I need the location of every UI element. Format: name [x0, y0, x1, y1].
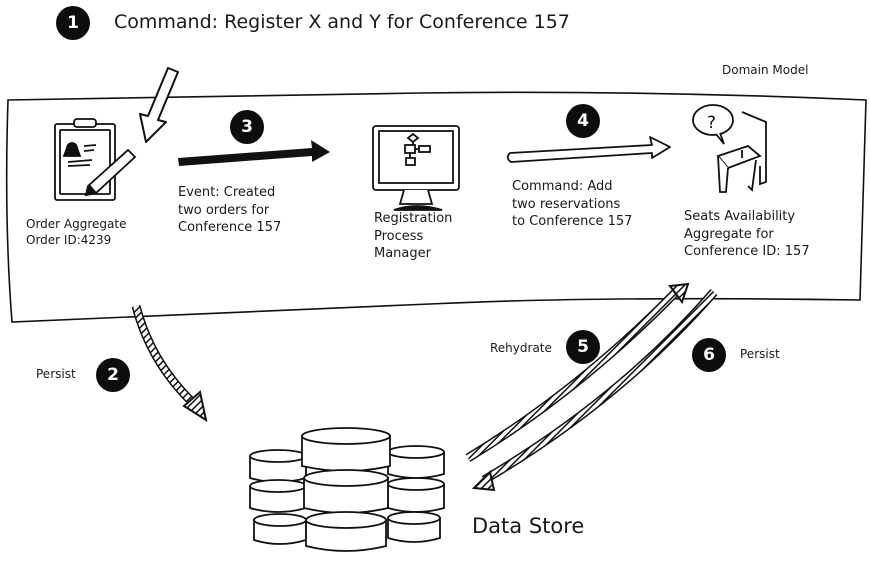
process-manager-label: Registration Process Manager	[374, 210, 452, 263]
event-line: two orders for	[178, 202, 270, 218]
process-manager-line: Registration	[374, 211, 453, 226]
step-badge-1: 1	[56, 6, 90, 40]
command-title: Command: Register X and Y for Conference…	[114, 11, 570, 33]
command-line: Command: Add	[512, 179, 613, 194]
step-badge-2: 2	[96, 358, 130, 392]
event-line: Conference 157	[178, 220, 282, 236]
domain-model-label: Domain Model	[722, 63, 809, 77]
svg-text:?: ?	[707, 113, 716, 133]
process-manager-line: Process	[374, 228, 424, 244]
database-stack-icon	[249, 427, 445, 552]
arrow-persist-order	[131, 304, 208, 423]
seats-line: Conference ID: 157	[684, 244, 810, 260]
arrow-command-to-seats	[506, 136, 671, 163]
monitor-flowchart-icon	[372, 125, 460, 211]
event-line: Event: Created	[178, 185, 276, 200]
seats-line: Aggregate for	[684, 226, 774, 242]
rehydrate-label: Rehydrate	[490, 341, 552, 355]
command-line: two reservations	[512, 196, 621, 212]
order-aggregate-label: Order Aggregate Order ID:4239	[26, 216, 126, 248]
persist-label-2: Persist	[36, 367, 76, 381]
data-store-label: Data Store	[472, 514, 585, 538]
order-aggregate-name: Order Aggregate	[26, 217, 127, 231]
arrow-event-to-process-manager	[178, 140, 330, 166]
persist-label-6: Persist	[740, 347, 780, 361]
seats-aggregate-label: Seats Availability Aggregate for Confere…	[684, 208, 810, 261]
arrow-command-to-order	[139, 67, 179, 143]
step-badge-3: 3	[230, 110, 264, 144]
step-badge-5: 5	[566, 330, 600, 364]
process-manager-line: Manager	[374, 246, 431, 262]
command-line: to Conference 157	[512, 214, 633, 230]
clipboard-pencil-icon	[54, 118, 137, 201]
step-badge-4: 4	[566, 104, 600, 138]
order-id: Order ID:4239	[26, 233, 112, 248]
event-created-label: Event: Created two orders for Conference…	[178, 184, 281, 237]
arrow-persist-seats	[471, 289, 718, 492]
step-badge-6: 6	[692, 338, 726, 372]
seats-line: Seats Availability	[684, 209, 796, 224]
arrow-rehydrate	[465, 282, 690, 462]
chair-question-icon: ?	[692, 104, 767, 193]
add-reservations-label: Command: Add two reservations to Confere…	[512, 178, 632, 231]
